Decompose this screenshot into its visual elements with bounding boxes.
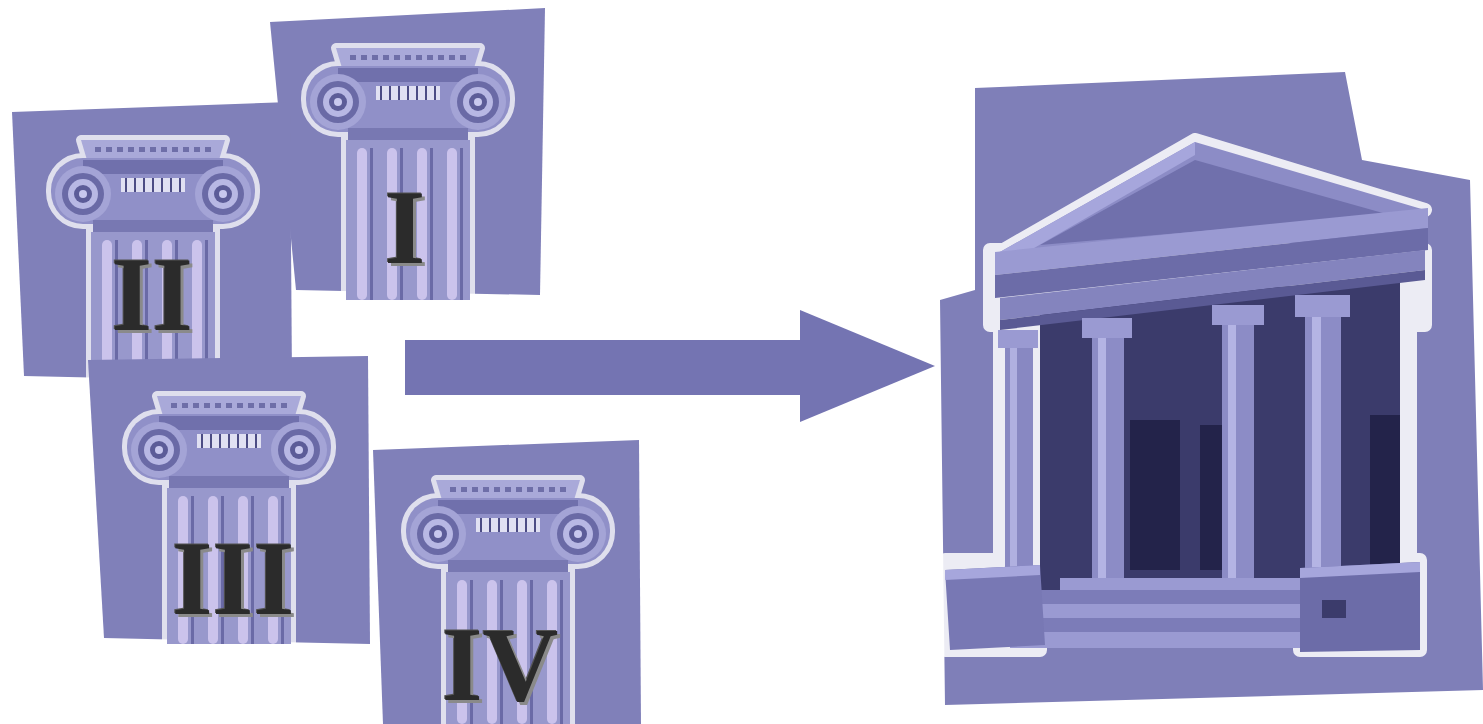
pillar-tile: III xyxy=(86,356,372,644)
arrow-head xyxy=(800,310,935,422)
roman-numeral: II xyxy=(111,242,193,347)
pillar-tile: IV xyxy=(373,440,643,724)
arrow-shaft xyxy=(405,340,805,395)
pillar-tile: II xyxy=(12,100,294,384)
roman-numeral: III xyxy=(172,526,295,631)
roman-numeral: I xyxy=(385,175,426,280)
temple-tile xyxy=(940,72,1483,705)
roman-numeral: IV xyxy=(442,612,559,717)
pillar-tile: I xyxy=(268,8,548,300)
